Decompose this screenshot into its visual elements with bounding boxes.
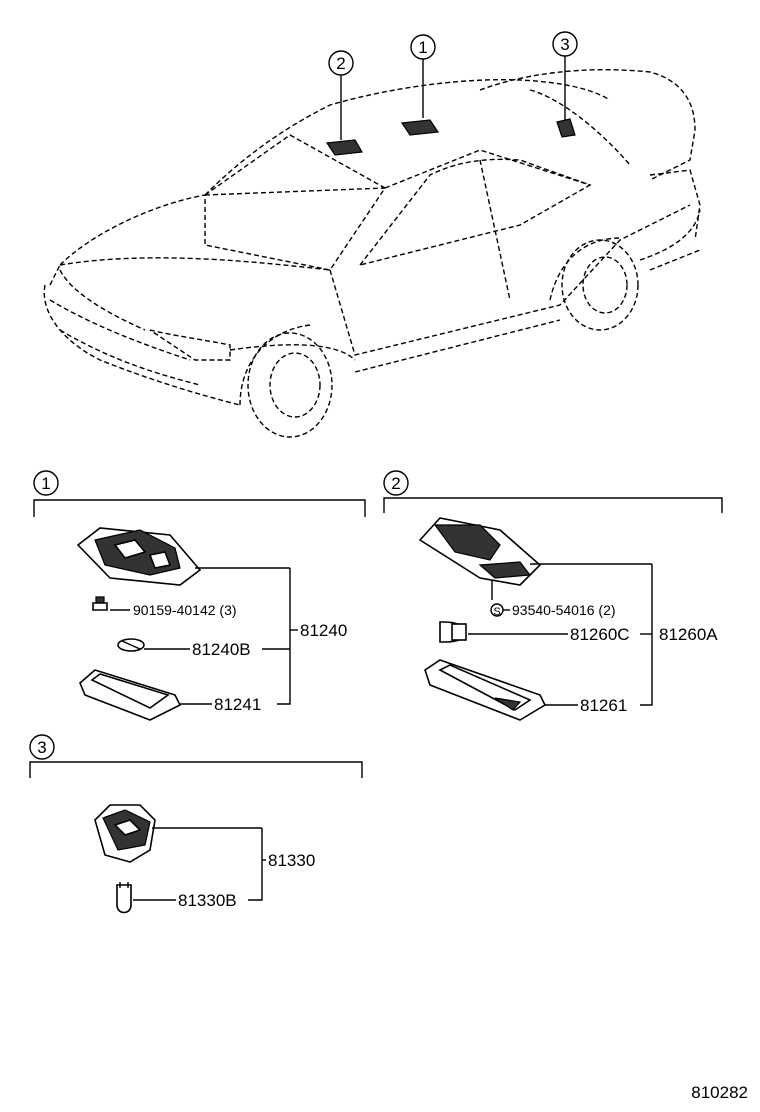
screw-1 [92,596,108,611]
section-1: 1 90159-40142 (3) 81240B [33,470,366,721]
map-lamp-housing [418,517,542,600]
dome-lamp-housing [76,527,202,586]
luggage-lamp-on-car [556,118,576,138]
part-81260C: 81260C [570,625,630,644]
section-3-number: 3 [37,738,46,757]
callout-1-number: 1 [418,38,427,57]
lens-81241 [79,669,182,721]
callout-1: 1 [410,34,436,118]
part-81240B: 81240B [192,640,251,659]
luggage-lamp-socket [94,804,156,863]
part-81240: 81240 [300,621,347,640]
lens-81261 [424,659,547,721]
part-93540-54016: 93540-54016 (2) [512,602,616,618]
part-81330: 81330 [268,851,315,870]
callout-2: 2 [328,50,354,140]
figure-number: 810282 [691,1083,748,1102]
section-2-number: 2 [391,474,400,493]
bulb-81240B [117,638,145,652]
screw-2: S [490,603,504,618]
car-outline [43,69,701,438]
callout-2-number: 2 [336,54,345,73]
part-81260A: 81260A [659,625,718,644]
map-lamp-on-car [325,139,363,156]
bulb-81330B [116,882,132,914]
part-81330B: 81330B [178,891,237,910]
bulb-81260C [439,621,467,643]
part-81261: 81261 [580,696,627,715]
part-90159-40142: 90159-40142 (3) [133,602,237,618]
callout-3-number: 3 [560,35,569,54]
section-2: 2 S 93540-54016 (2) 81260C 81260A [383,470,723,721]
section-3: 3 81330B 81330 [29,734,363,914]
callout-3: 3 [552,31,578,120]
part-81241: 81241 [214,695,261,714]
section-1-number: 1 [41,474,50,493]
screw-symbol: S [493,606,500,618]
dome-lamp-on-car [400,119,440,136]
